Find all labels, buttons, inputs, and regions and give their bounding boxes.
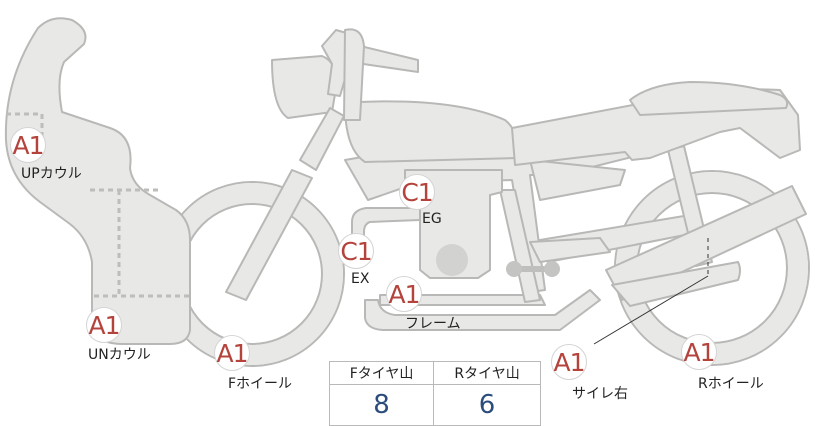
- exhaust-grade-badge: C1: [338, 233, 374, 269]
- up-cowl-label: UPカウル: [21, 166, 82, 182]
- silencer-leader-line: [593, 275, 709, 345]
- exhaust-label: EX: [351, 271, 370, 287]
- frame-rail-shape: [364, 289, 601, 331]
- r-wheel-grade-badge: A1: [681, 334, 717, 370]
- r-wheel-label: Rホイール: [698, 376, 764, 392]
- engine-label: EG: [422, 211, 442, 227]
- frame-label: フレーム: [405, 316, 461, 332]
- f-wheel-grade-badge: A1: [214, 335, 250, 371]
- front-fork-shape: [225, 169, 313, 301]
- rear-tread-value: 6: [433, 384, 541, 426]
- pipe-shape: [529, 237, 611, 263]
- silencer-grade-badge: A1: [551, 344, 587, 380]
- rear-tread-header: Rタイヤ山: [433, 361, 541, 385]
- silencer-label: サイレ右: [572, 386, 628, 402]
- handlebar-shape: [321, 29, 419, 97]
- engine-grade-badge: C1: [399, 174, 435, 210]
- f-wheel-label: Fホイール: [228, 376, 293, 392]
- headlight-shape: [271, 55, 338, 119]
- tire-tread-table: Fタイヤ山 Rタイヤ山 8 6: [328, 361, 541, 426]
- front-tread-value: 8: [328, 384, 435, 426]
- un-cowl-label: UNカウル: [88, 347, 151, 363]
- up-cowl-grade-badge: A1: [10, 127, 46, 163]
- frame-grade-badge: A1: [386, 276, 422, 312]
- footpeg-shape: [506, 261, 560, 277]
- fork-upper-shape: [299, 107, 345, 171]
- un-cowl-grade-badge: A1: [86, 307, 122, 343]
- steering-head-shape: [343, 28, 365, 121]
- upper-cowl-shape: [4, 17, 191, 345]
- fuel-tank-shape: [344, 100, 520, 163]
- front-tread-header: Fタイヤ山: [328, 361, 435, 385]
- engine-cover-shape: [436, 244, 468, 276]
- seat-top-shape: [629, 81, 789, 116]
- frame-brace-shape: [529, 159, 626, 201]
